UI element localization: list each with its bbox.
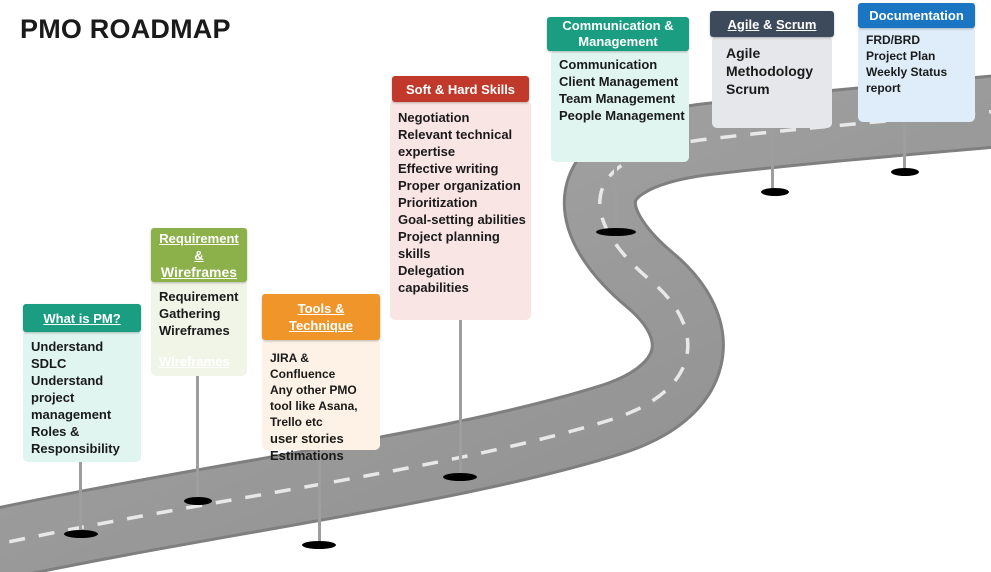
signpost-base-tools (302, 541, 336, 549)
card-item: Confluence (270, 367, 336, 381)
card-tools: JIRA & Confluence Any other PMO tool lik… (262, 340, 380, 463)
signpost-pole-agile (771, 128, 774, 192)
card-item: JIRA & (270, 351, 309, 365)
card-item: Understand (31, 339, 104, 354)
signpost-base-skills (443, 473, 477, 481)
card-item: FRD/BRD (866, 33, 920, 47)
card-item: management (31, 407, 112, 422)
header-requirement: Requirement & Wireframes (151, 228, 247, 282)
signpost-base-requirement (184, 497, 212, 505)
card-item: tool like Asana, (270, 399, 358, 413)
card-item: Wireframes (159, 323, 230, 338)
card-what-is-pm: Understand SDLC Understand project manag… (23, 330, 141, 462)
road-surface (0, 77, 991, 572)
card-item: user stories (270, 431, 344, 446)
card-item: Team Management (559, 91, 676, 106)
card-item: Communication (559, 57, 658, 72)
card-item: skills (398, 246, 431, 261)
card-item: report (866, 81, 901, 95)
signpost-pole-documentation (903, 120, 906, 172)
card-item: Goal-setting abilities (398, 212, 526, 227)
card-item: Effective writing (398, 161, 499, 176)
signpost-base-documentation (891, 168, 919, 176)
card-item: SDLC (31, 356, 67, 371)
card-item: Agile (726, 45, 761, 61)
signpost-pole-requirement (196, 376, 199, 502)
card-item: Roles & (31, 424, 80, 439)
card-requirement: Requirement Gathering Wireframes Wirefra… (151, 280, 247, 376)
header-communication: Communication & Management (547, 17, 689, 51)
header-tools: Tools & Technique (262, 294, 380, 340)
signpost-pole-tools (318, 450, 321, 546)
signpost-base-communication (596, 228, 636, 236)
card-item: Client Management (559, 74, 679, 89)
header-agile: Agile & Scrum (710, 11, 834, 37)
page-title: PMO ROADMAP (20, 14, 231, 44)
signpost-base-agile (761, 188, 789, 196)
card-item: Relevant technical (398, 127, 513, 142)
card-item: Any other PMO (270, 383, 357, 397)
card-agile: Agile Methodology Scrum (712, 36, 832, 128)
card-item: Proper organization (398, 178, 521, 193)
card-faded-item: Wireframes (159, 354, 230, 369)
card-item: Prioritization (398, 195, 478, 210)
card-item: Understand (31, 373, 104, 388)
header-what-is-pm: What is PM? (23, 304, 141, 332)
card-communication: Communication Client Management Team Man… (551, 50, 689, 162)
card-item: capabilities (398, 280, 469, 295)
card-item: Delegation (398, 263, 465, 278)
card-item: Negotiation (398, 110, 470, 125)
signpost-pole-communication (614, 146, 617, 232)
card-skills: Negotiation Relevant technical expertise… (390, 100, 531, 320)
card-item: People Management (559, 108, 685, 123)
header-skills: Soft & Hard Skills (392, 76, 529, 102)
card-item: Project Plan (866, 49, 936, 63)
signpost-pole-what-is-pm (79, 460, 82, 534)
card-item: Gathering (159, 306, 221, 321)
signpost-base-what-is-pm (64, 530, 98, 538)
card-item: Responsibility (31, 441, 120, 456)
card-item: Trello etc (270, 415, 323, 429)
card-documentation: FRD/BRD Project Plan Weekly Status repor… (858, 26, 975, 122)
card-item: Scrum (726, 81, 770, 97)
card-item: Requirement (159, 289, 239, 304)
card-item: Estimations (270, 448, 344, 463)
card-item: expertise (398, 144, 456, 159)
header-documentation: Documentation (858, 3, 975, 28)
card-item: project (31, 390, 75, 405)
signpost-pole-skills (459, 320, 462, 478)
card-item: Weekly Status (866, 65, 948, 79)
card-item: Methodology (726, 63, 814, 79)
card-item: Project planning (398, 229, 500, 244)
